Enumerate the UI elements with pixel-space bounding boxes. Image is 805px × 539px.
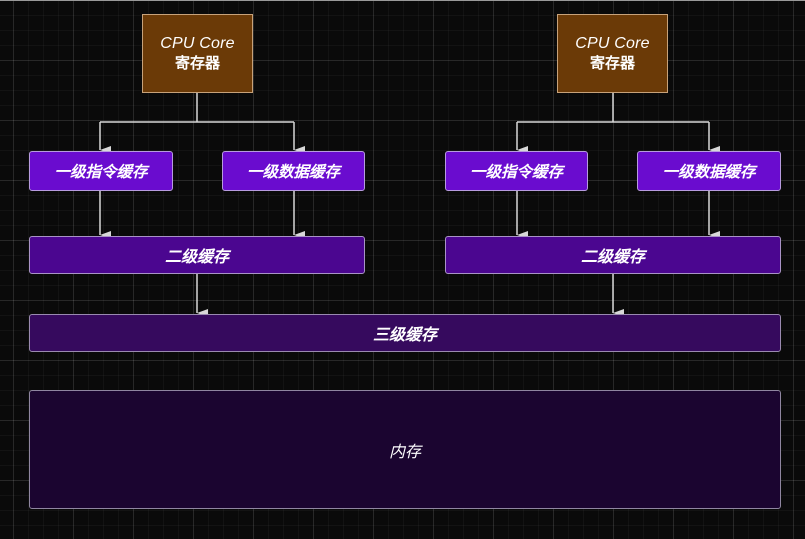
cpu-core-0: CPU Core 寄存器 xyxy=(142,14,253,93)
core-0-l2-cache: 二级缓存 xyxy=(29,236,365,274)
core-0-connectors xyxy=(99,92,305,317)
top-border-line xyxy=(0,0,805,1)
cpu-core-0-label: CPU Core xyxy=(160,34,235,52)
l3-cache: 三级缓存 xyxy=(29,314,781,352)
core-0-l1-instruction-cache: 一级指令缓存 xyxy=(29,151,173,191)
cpu-core-1-label: CPU Core xyxy=(575,34,650,52)
core-0-l1-data-cache: 一级数据缓存 xyxy=(222,151,365,191)
core-1-connectors xyxy=(516,92,720,317)
cpu-core-1: CPU Core 寄存器 xyxy=(557,14,668,93)
core-1-l1-instruction-cache: 一级指令缓存 xyxy=(445,151,588,191)
cpu-core-0-register-label: 寄存器 xyxy=(174,54,220,72)
cpu-core-1-register-label: 寄存器 xyxy=(589,54,635,72)
core-1-l1-data-cache: 一级数据缓存 xyxy=(637,151,781,191)
main-memory: 内存 xyxy=(29,390,781,509)
core-1-l2-cache: 二级缓存 xyxy=(445,236,781,274)
